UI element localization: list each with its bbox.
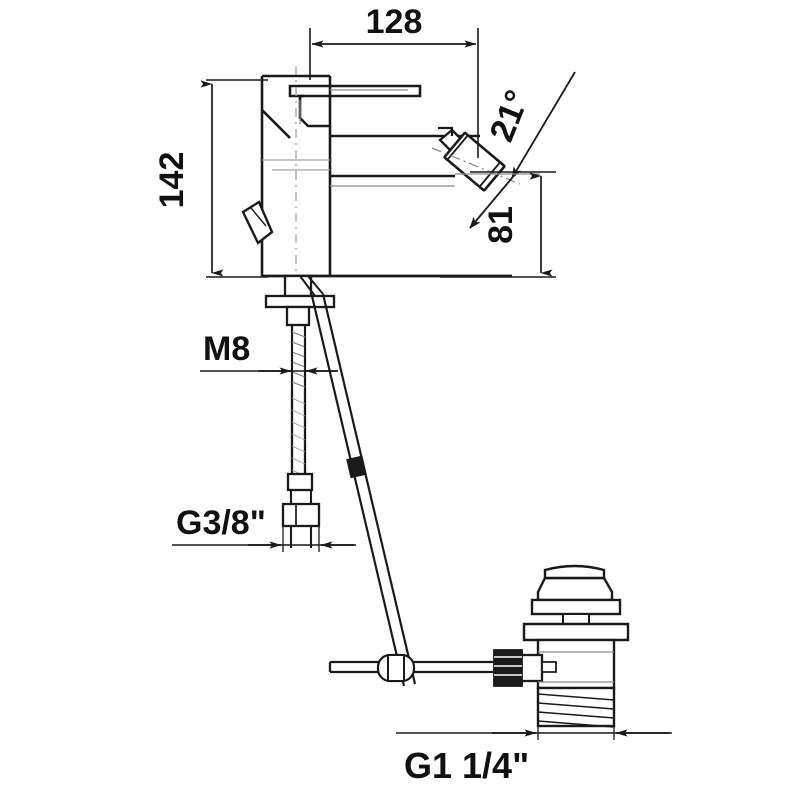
m8-nut (285, 305, 311, 327)
popup-lever-crease (250, 207, 267, 227)
thread-callout-g114: G1 1/4" (396, 714, 672, 786)
waste-cap-boss (562, 613, 590, 625)
dimension-142: 142 (153, 79, 268, 278)
popup-lever-paddle (241, 200, 274, 245)
dimension-81: 81 (440, 171, 556, 278)
waste-side-port (518, 653, 544, 683)
thread-callout-g38: G3/8" (172, 504, 356, 552)
angle-21-leader-2 (469, 177, 513, 229)
angle-21-leader (511, 71, 576, 179)
waste-cap-flange (530, 598, 622, 616)
lift-rod-collar (346, 455, 367, 479)
waste-pivot-nut-ribs (494, 656, 522, 676)
dim-128-label: 128 (366, 3, 423, 41)
waste-pivot-ball (541, 661, 557, 673)
nozzle-upper-fitting (438, 126, 454, 136)
waste-pivot-nut (493, 649, 523, 687)
mixer-body-chamfer (261, 109, 291, 139)
g38-union-nut (281, 502, 321, 528)
lever-handle-outline (288, 84, 422, 98)
popup-waste-drain (493, 564, 630, 728)
dim-81-label: 81 (482, 206, 520, 244)
g38-label: G3/8" (176, 504, 266, 542)
m8-label: M8 (203, 330, 250, 368)
nozzle-axis-centerline (431, 147, 521, 185)
popup-lift-rod (310, 293, 417, 687)
thread-callout-m8: M8 (200, 330, 338, 378)
body-internal-lines (262, 159, 330, 171)
waste-thread-hatch (537, 693, 615, 728)
waste-cap-dome (536, 576, 614, 602)
dimension-128: 128 (309, 3, 479, 158)
lift-rod-collar-block (346, 455, 367, 479)
hose-ferrule (286, 472, 314, 492)
g114-label: G1 1/4" (404, 745, 529, 786)
lever-handle-detail-lines (299, 89, 408, 124)
lift-rod-top-link (299, 275, 324, 297)
mixer-body-group (260, 74, 512, 278)
waste-seat-flange (522, 622, 630, 642)
waste-body-detail-lines (538, 651, 614, 683)
g38-connection (281, 472, 321, 528)
popup-waste-lift-lever (241, 200, 274, 245)
waste-thread-section (536, 686, 616, 728)
clevis-centre (387, 654, 405, 682)
m8-thread-hatch (291, 331, 306, 388)
waste-cap-top (543, 564, 606, 580)
clevis-strap-connector (376, 653, 416, 683)
dim-142-label: 142 (153, 152, 191, 209)
